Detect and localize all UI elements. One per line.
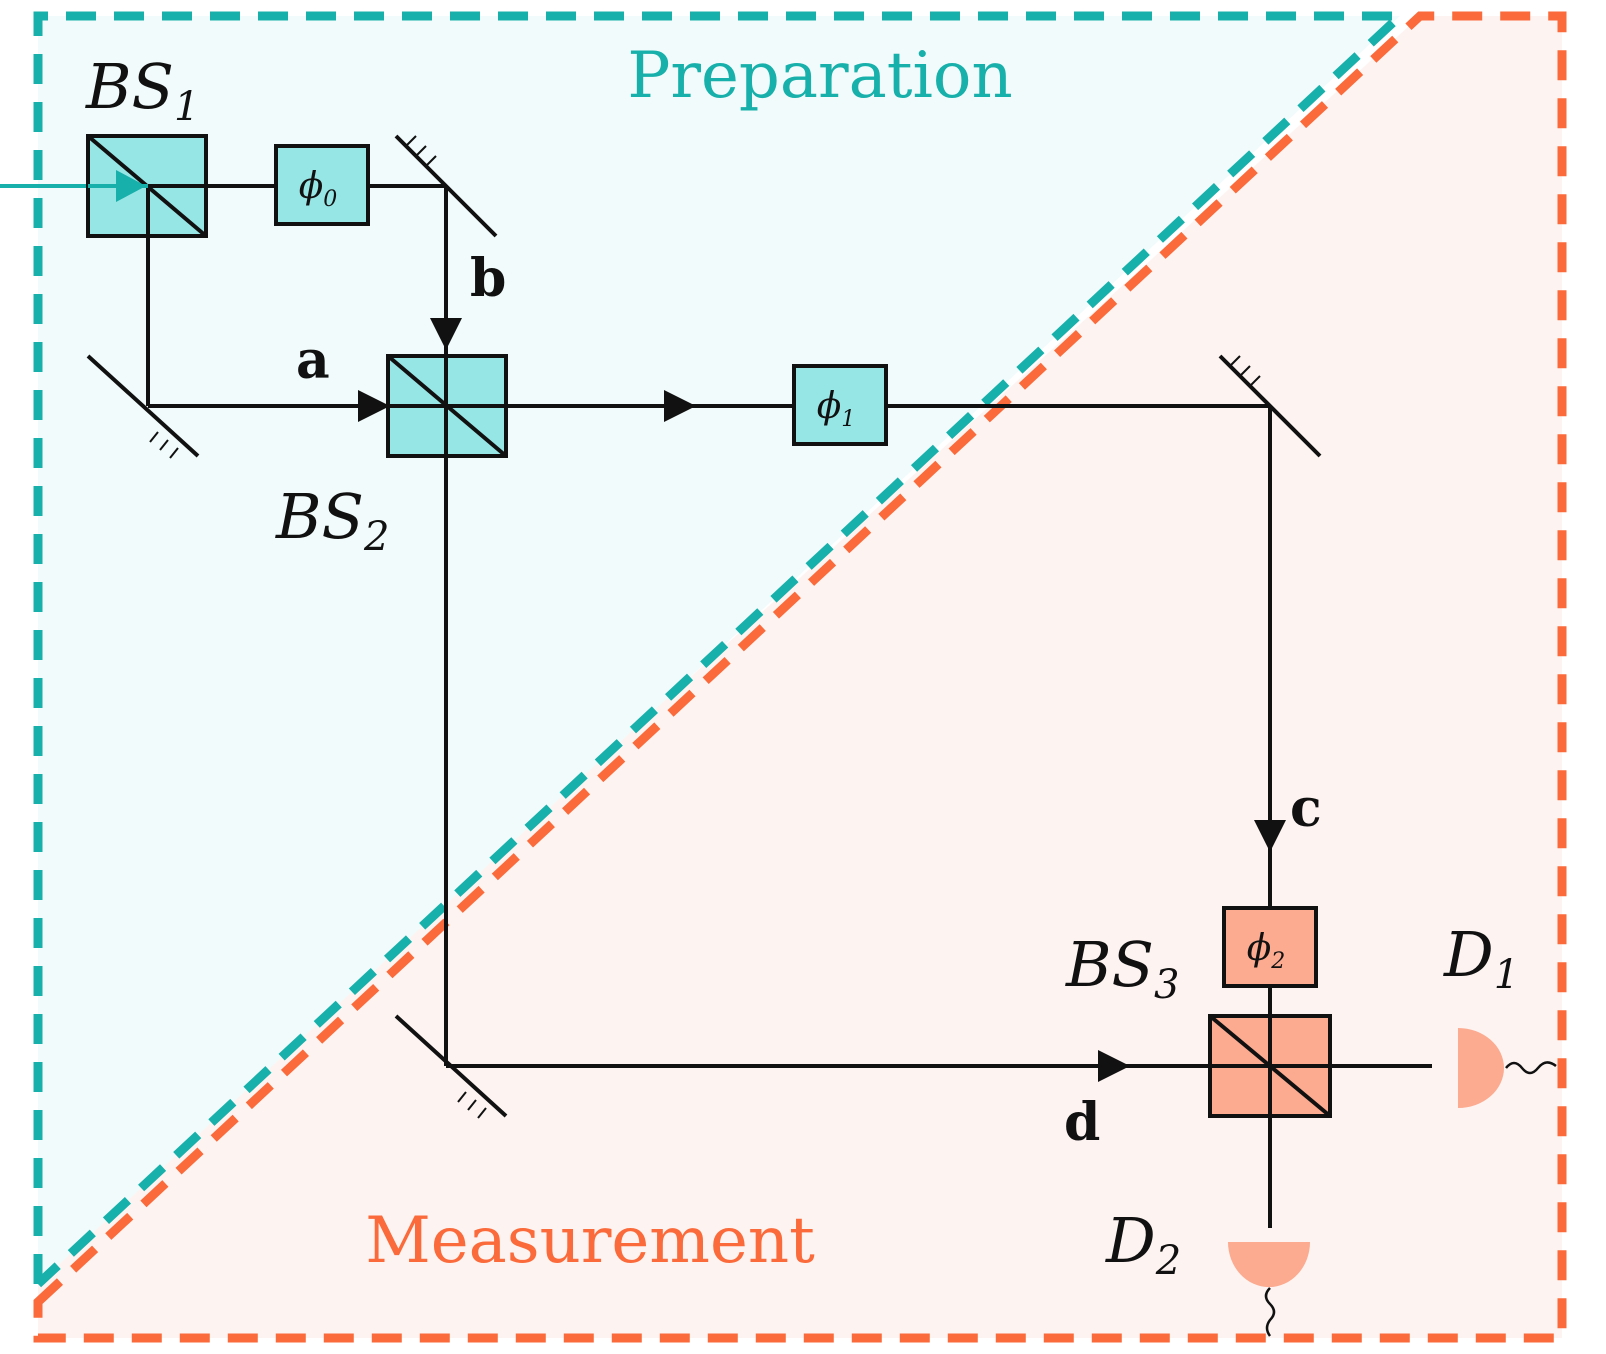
direction-arrows xyxy=(358,318,1286,1082)
label-bs2: BS2 xyxy=(275,480,390,560)
label-d2: D2 xyxy=(1105,1204,1181,1284)
beam-splitter-bs3 xyxy=(1208,1014,1332,1118)
path-label-a: a xyxy=(296,330,330,391)
input-arrowhead-inside xyxy=(116,170,146,202)
mirror-top-right-prep xyxy=(394,134,498,238)
mirror-right xyxy=(1218,354,1322,458)
detector-d2 xyxy=(1228,1242,1310,1337)
svg-text:ϕ2: ϕ2 xyxy=(1247,928,1286,974)
phase-shifter-phi2: ϕ2 xyxy=(1222,906,1318,988)
label-bs1: BS1 xyxy=(85,50,200,130)
path-label-c: c xyxy=(1290,778,1322,839)
measurement-region-border xyxy=(33,11,1567,1343)
svg-text:ϕ0: ϕ0 xyxy=(299,166,338,212)
mirror-bottom-left-meas xyxy=(394,1014,508,1119)
path-label-d: d xyxy=(1064,1092,1100,1153)
detector-d1 xyxy=(1458,1028,1557,1108)
path-label-b: b xyxy=(470,248,506,309)
label-d1: D1 xyxy=(1443,918,1519,998)
measurement-region-fill xyxy=(38,16,1562,1338)
preparation-label: Preparation xyxy=(627,39,1012,113)
measurement-label: Measurement xyxy=(365,1204,815,1278)
svg-text:ϕ1: ϕ1 xyxy=(817,386,856,432)
phase-shifter-phi1: ϕ1 xyxy=(792,364,888,446)
mirror-bottom-left-prep xyxy=(86,354,200,459)
preparation-region-border xyxy=(33,11,1412,1288)
beam-splitter-bs2 xyxy=(386,354,508,458)
phase-shifter-phi0: ϕ0 xyxy=(274,144,370,226)
label-bs3: BS3 xyxy=(1065,928,1180,1008)
